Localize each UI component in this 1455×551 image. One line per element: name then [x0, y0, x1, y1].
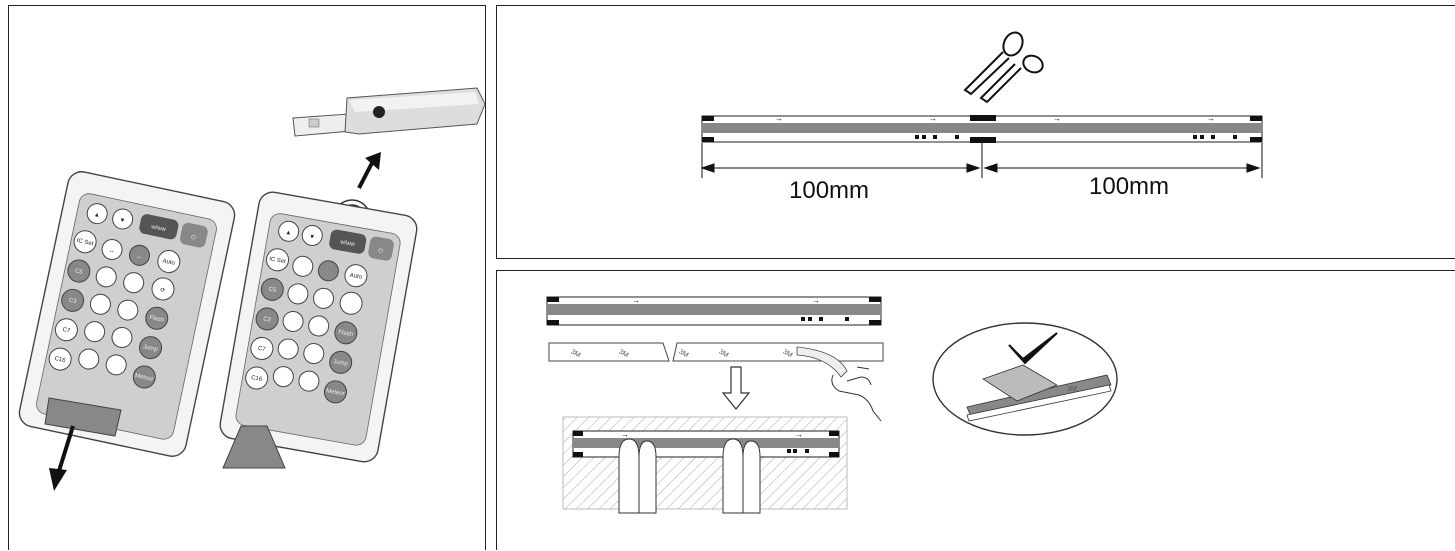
remote-control-left: ▲ ▼ w/ww ⏻ IC Set ↔ ↔ Auto C5 ⟳ C3 Flash — [18, 171, 236, 457]
svg-text:Auto: Auto — [349, 273, 363, 281]
svg-text:C7: C7 — [62, 327, 71, 335]
cutting-diagram: → → → → 100mm 100mm — [700, 31, 1263, 204]
svg-text:C16: C16 — [251, 375, 264, 383]
svg-text:→: → — [795, 430, 803, 439]
battery-tab — [44, 397, 122, 437]
svg-text:C7: C7 — [257, 346, 266, 353]
svg-text:Meteor: Meteor — [326, 388, 345, 397]
svg-text:Flash: Flash — [338, 330, 353, 338]
mounting-diagram: → → 3M 3M 3M 3M 3M — [546, 296, 1118, 514]
svg-text:▲: ▲ — [285, 230, 292, 237]
segment-length-label-2: 100mm — [1089, 173, 1169, 200]
svg-text:⏻: ⏻ — [378, 247, 384, 255]
svg-text:Auto: Auto — [162, 258, 176, 267]
remote-illustration: ▲ ▼ w/ww ⏻ IC Set ↔ ↔ Auto C5 ⟳ C3 Flash — [18, 87, 486, 491]
checkmark-icon — [1008, 332, 1058, 365]
svg-text:C3: C3 — [263, 316, 272, 323]
svg-text:IC Set: IC Set — [269, 256, 287, 265]
panel-remote-pairing: ▲ ▼ w/ww ⏻ IC Set ↔ ↔ Auto C5 ⟳ C3 Flash — [8, 5, 486, 550]
svg-text:▼: ▼ — [308, 234, 315, 241]
svg-text:→: → — [929, 114, 937, 123]
svg-text:↔: ↔ — [136, 254, 143, 261]
svg-text:Jump: Jump — [333, 359, 349, 368]
finger-icon — [618, 438, 761, 514]
receiver-module — [292, 87, 486, 137]
svg-text:→: → — [1053, 114, 1061, 123]
down-arrow-icon — [49, 425, 75, 491]
svg-text:3M: 3M — [570, 348, 582, 359]
remote-control-right: ▲ ▼ w/ww ⏻ IC Set Auto C5 C3 Flash C7 — [219, 191, 418, 463]
remote-stand — [222, 425, 286, 469]
svg-text:3M: 3M — [678, 348, 690, 359]
svg-text:3M: 3M — [782, 348, 794, 359]
led-strip-mounted: → → — [572, 430, 840, 458]
svg-text:⟳: ⟳ — [159, 287, 165, 294]
scissors-icon — [963, 31, 1044, 104]
svg-text:C5: C5 — [74, 268, 83, 276]
up-arrow-icon — [357, 152, 381, 189]
svg-text:C5: C5 — [268, 287, 277, 294]
segment-length-label-1: 100mm — [789, 177, 869, 204]
svg-text:3M: 3M — [718, 348, 730, 359]
svg-text:↔: ↔ — [108, 248, 115, 255]
svg-text:→: → — [1207, 114, 1215, 123]
svg-text:▼: ▼ — [119, 217, 126, 224]
svg-text:→: → — [775, 114, 783, 123]
power-icon — [179, 222, 208, 248]
ir-sensor-icon — [373, 106, 385, 118]
www-button-label: w/ww — [150, 224, 167, 233]
panel-cutting-instructions: → → → → 100mm 100mm — [496, 5, 1455, 259]
svg-text:→: → — [621, 430, 629, 439]
svg-text:→: → — [632, 296, 640, 305]
svg-text:→: → — [812, 296, 820, 305]
svg-text:Jump: Jump — [143, 344, 159, 353]
led-strip: → → → → — [701, 114, 1263, 143]
dimension-lines — [700, 143, 1263, 178]
magnifier-detail: 3M — [932, 322, 1118, 436]
down-arrow-outline-icon — [721, 366, 751, 410]
svg-text:IC Set: IC Set — [76, 238, 94, 247]
svg-text:C3: C3 — [68, 298, 77, 306]
panel-mounting-instructions: → → 3M 3M 3M 3M 3M — [496, 270, 1455, 550]
svg-text:⏻: ⏻ — [190, 234, 196, 242]
hand-icon — [831, 366, 882, 422]
svg-text:Flash: Flash — [149, 315, 165, 324]
svg-text:3M: 3M — [1067, 386, 1077, 393]
adhesive-tape: 3M 3M 3M 3M 3M — [548, 342, 884, 378]
svg-text:C16: C16 — [54, 356, 67, 364]
svg-text:w/ww: w/ww — [339, 239, 356, 248]
svg-text:3M: 3M — [618, 348, 630, 359]
svg-text:▲: ▲ — [93, 212, 100, 219]
led-strip-short: → → — [546, 296, 882, 326]
svg-text:Meteor: Meteor — [134, 373, 154, 383]
